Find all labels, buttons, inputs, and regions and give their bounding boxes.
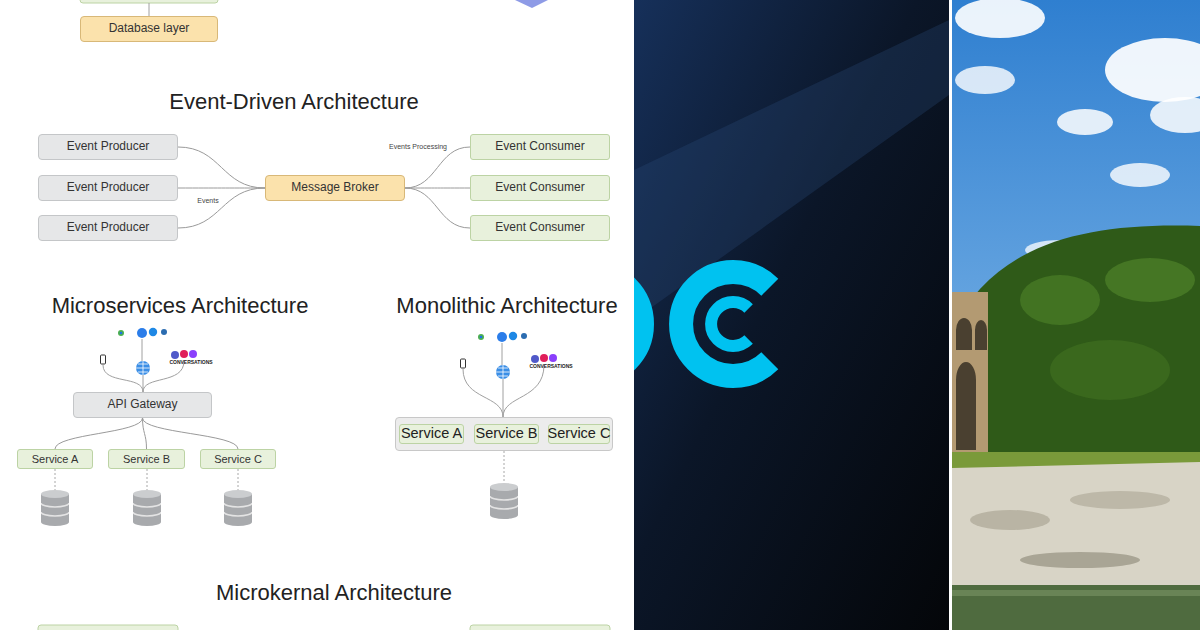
landscape-photo	[952, 0, 1200, 630]
service-box: Service A	[17, 449, 93, 469]
node-text: Service C	[214, 453, 262, 465]
node-text: Message Broker	[291, 181, 378, 194]
section-title: Microservices Architecture	[52, 293, 309, 319]
node-text: Service B	[123, 453, 170, 465]
node-text: Service A	[32, 453, 78, 465]
node-text: Event Producer	[67, 181, 150, 194]
service-box: Service C	[200, 449, 276, 469]
rocks	[1070, 491, 1170, 509]
connector-line	[178, 188, 265, 228]
node-text: Database layer	[109, 22, 190, 35]
consumer-box: Event Consumer	[470, 134, 610, 160]
icon-caption: CONVERSATIONS	[529, 363, 572, 369]
cut-box	[80, 0, 218, 3]
logo-shape	[634, 272, 642, 376]
panel-background	[634, 0, 949, 630]
producer-box: Event Producer	[38, 175, 178, 201]
node-text: API Gateway	[107, 398, 177, 411]
hill	[1020, 275, 1100, 325]
hill	[952, 226, 1200, 470]
producer-box: Event Producer	[38, 134, 178, 160]
database-symbol	[490, 483, 518, 519]
diagram-area: Database layerEvent ProducerEvent Produc…	[0, 0, 634, 630]
edge-label: Events Processing	[389, 143, 447, 150]
layer-box: Database layer	[80, 16, 218, 42]
light-beam	[634, 20, 949, 320]
gateway-box: API Gateway	[73, 392, 212, 418]
bridge	[952, 292, 988, 452]
node-text: Event Consumer	[495, 221, 584, 234]
service-box: Service B	[474, 424, 539, 444]
node-text: Event Consumer	[495, 181, 584, 194]
connector-line	[55, 469, 238, 490]
node-text: Event Producer	[67, 140, 150, 153]
connector-line	[503, 379, 504, 417]
logo-shape	[711, 302, 749, 346]
connector-line	[405, 188, 470, 189]
connector-line	[149, 3, 150, 16]
cut-box	[38, 625, 178, 630]
cloud	[1105, 38, 1200, 102]
logo-panel	[634, 0, 949, 630]
logo-shape	[681, 272, 770, 376]
connector-line	[504, 451, 505, 483]
node-text: Service A	[401, 426, 462, 442]
edge-label: Events	[197, 197, 218, 204]
cloud	[1110, 163, 1170, 187]
connector-line	[103, 365, 143, 392]
consumer-box: Event Consumer	[470, 215, 610, 241]
bridge	[956, 318, 987, 450]
database-symbol	[133, 490, 161, 526]
rocks	[1020, 552, 1140, 568]
icon-caption: CONVERSATIONS	[169, 359, 212, 365]
connector-line	[143, 361, 184, 392]
cloud	[955, 0, 1045, 38]
connector-line	[55, 418, 143, 449]
hill	[1105, 258, 1195, 302]
section-title: Microkernal Architecture	[216, 580, 452, 606]
service-box: Service B	[108, 449, 185, 469]
panel-background	[0, 0, 634, 630]
connector-line	[405, 147, 470, 188]
connector-line	[503, 365, 544, 417]
connector-line	[178, 147, 265, 188]
river	[952, 585, 1200, 630]
section-title: Monolithic Architecture	[396, 293, 617, 319]
producer-box: Event Producer	[38, 215, 178, 241]
database-symbol	[41, 490, 69, 526]
connector-line	[143, 418, 239, 449]
application-box: Service A Service B Service C	[395, 417, 613, 451]
database-symbol	[224, 490, 252, 526]
connector-line	[178, 188, 265, 189]
river	[952, 590, 1200, 596]
broker-box: Message Broker	[265, 175, 405, 201]
section-title: Event-Driven Architecture	[169, 89, 418, 115]
node-text: Service C	[548, 426, 611, 442]
cut-shape	[515, 0, 548, 8]
connector-line	[405, 188, 470, 228]
hill	[1050, 340, 1170, 400]
connector-line	[463, 369, 503, 417]
cloud	[1057, 109, 1113, 135]
service-box: Service C	[548, 424, 610, 444]
rocks	[970, 510, 1050, 530]
cloud	[1150, 97, 1200, 133]
cut-box	[470, 625, 610, 630]
client-icons	[461, 332, 558, 379]
rocks	[952, 462, 1200, 595]
consumer-box: Event Consumer	[470, 175, 610, 201]
node-text: Service B	[475, 426, 537, 442]
service-box: Service A	[399, 424, 464, 444]
cloud	[955, 66, 1015, 94]
node-text: Event Consumer	[495, 140, 584, 153]
node-text: Event Producer	[67, 221, 150, 234]
